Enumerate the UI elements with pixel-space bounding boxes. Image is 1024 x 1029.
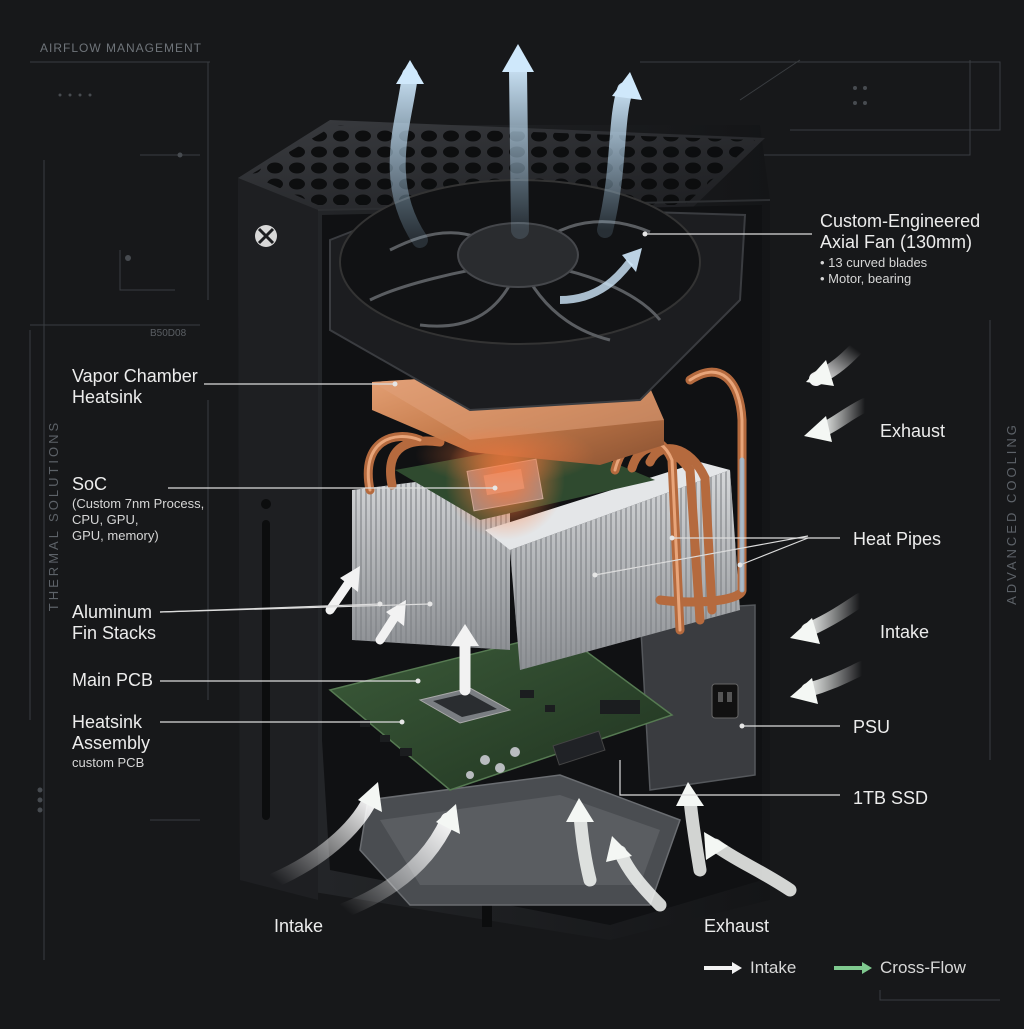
soc-sub2: CPU, GPU, bbox=[72, 512, 139, 527]
fins-label-line1: Aluminum bbox=[72, 602, 153, 622]
soc-label: SoC bbox=[72, 474, 108, 494]
heatsink-assembly-line2: Assembly bbox=[72, 733, 151, 753]
header-title: AIRFLOW MANAGEMENT bbox=[40, 41, 203, 55]
side-text-left: THERMAL SOLUTIONS bbox=[46, 419, 62, 612]
fan-label-line1: Custom-Engineered bbox=[820, 211, 981, 231]
legend-intake-label: Intake bbox=[750, 958, 797, 977]
psu-label: PSU bbox=[853, 717, 891, 737]
internal-intake-arrows bbox=[325, 566, 479, 696]
legend-crossflow-arrow-icon bbox=[834, 962, 872, 974]
fan-bullet-blades: • 13 curved blades bbox=[820, 255, 928, 270]
front-slot bbox=[262, 520, 270, 820]
exhaust-airflow-top bbox=[389, 44, 642, 304]
heatsink-assembly-sub: custom PCB bbox=[72, 755, 145, 770]
legend-intake: Intake bbox=[704, 958, 796, 978]
soc-sub3: GPU, memory) bbox=[72, 528, 159, 543]
legend-crossflow-label: Cross-Flow bbox=[880, 958, 966, 977]
side-airflow-arrows bbox=[790, 342, 872, 704]
heatsink-assembly-line1: Heatsink bbox=[72, 712, 143, 732]
code-label: B50D08 bbox=[150, 328, 187, 339]
pcb-label: Main PCB bbox=[72, 670, 154, 690]
vapor-label-line2: Heatsink bbox=[72, 387, 143, 407]
leader-endpoints bbox=[377, 231, 745, 729]
heat-pipes-label: Heat Pipes bbox=[853, 529, 942, 549]
soc-sub1: (Custom 7nm Process, bbox=[72, 496, 205, 511]
legend-crossflow: Cross-Flow bbox=[834, 958, 966, 978]
leader-lines bbox=[159, 233, 840, 796]
intake-right-label: Intake bbox=[880, 622, 930, 642]
fan-bullet-motor: • Motor, bearing bbox=[820, 271, 912, 286]
fins-label-line2: Fin Stacks bbox=[72, 623, 157, 643]
vapor-label-line1: Vapor Chamber bbox=[72, 366, 198, 386]
xbox-logo-icon bbox=[255, 225, 277, 247]
legend-intake-arrow-icon bbox=[704, 962, 742, 974]
bottom-intake-arrows bbox=[267, 782, 797, 918]
psu-block bbox=[639, 604, 756, 791]
exhaust-bottom-label: Exhaust bbox=[704, 916, 770, 936]
background-grid-decor bbox=[29, 59, 1001, 1001]
background-dots-decor bbox=[37, 86, 867, 813]
exhaust-right-label: Exhaust bbox=[880, 421, 946, 441]
intake-bottom-label: Intake bbox=[274, 916, 324, 936]
ssd-label: 1TB SSD bbox=[853, 788, 929, 808]
fan-label-line2: Axial Fan (130mm) bbox=[820, 232, 973, 252]
side-text-right: ADVANCED COOLING bbox=[1003, 422, 1019, 605]
power-button-icon bbox=[261, 499, 271, 509]
main-pcb bbox=[328, 631, 674, 791]
